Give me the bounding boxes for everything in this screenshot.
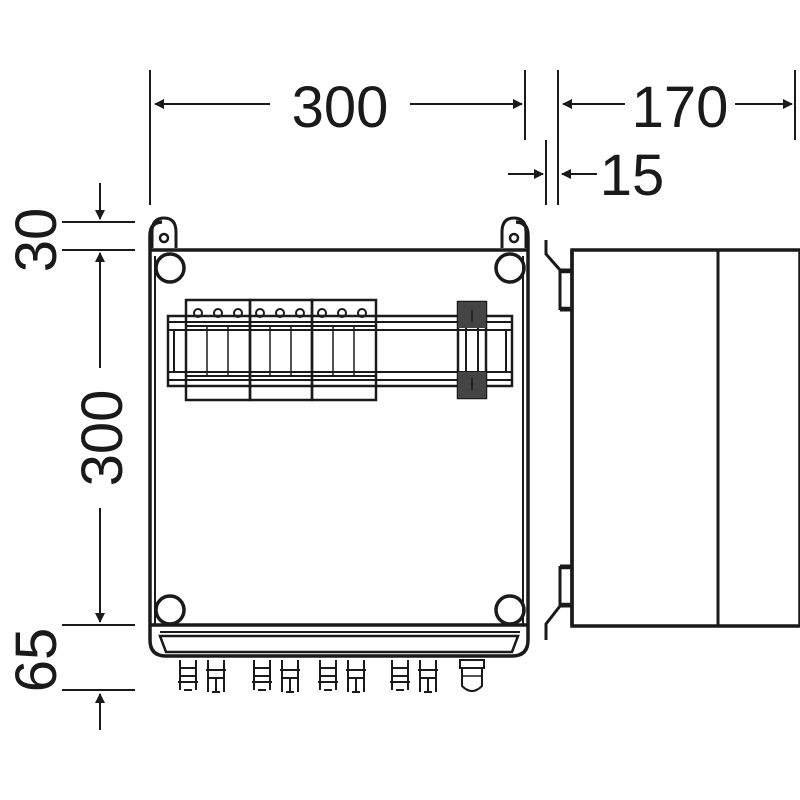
dimension-label-top-margin: 30 [4,208,69,273]
dimension-height: 300 [62,252,135,626]
enclosure-side-view [544,240,800,640]
dimension-label-width: 300 [292,75,389,140]
dimension-label-depth: 170 [632,75,729,140]
enclosure-front-view [148,216,530,693]
surge-module-1 [184,298,252,402]
side-bracket-top [544,240,574,312]
mounting-lug-right [500,216,528,248]
cable-gland [459,659,485,692]
dimension-top-width: 300 [149,70,526,205]
screw-boss-top-left [154,252,186,284]
connector-pair-1 [178,660,226,693]
dimension-top-margin: 30 [4,183,135,272]
dimension-label-bottom-margin: 65 [4,628,69,693]
connector-pair-4 [390,660,438,693]
mounting-lug-left [150,216,178,248]
screw-boss-bottom-left [154,594,186,626]
dimension-label-height: 300 [70,390,135,487]
dimension-bottom-margin: 65 [4,628,135,730]
screw-boss-bottom-right [494,594,526,626]
connector-pair-3 [318,660,366,693]
connector-pair-2 [252,660,300,693]
dimension-label-gap: 15 [600,143,665,208]
dimension-side-depth: 170 [557,70,796,205]
dimension-side-gap: 15 [508,140,664,208]
surge-module-3 [310,298,378,402]
gland-plate [150,623,528,654]
side-bracket-bottom [544,564,574,640]
terminal-block [456,300,488,400]
screw-boss-top-right [494,252,526,284]
